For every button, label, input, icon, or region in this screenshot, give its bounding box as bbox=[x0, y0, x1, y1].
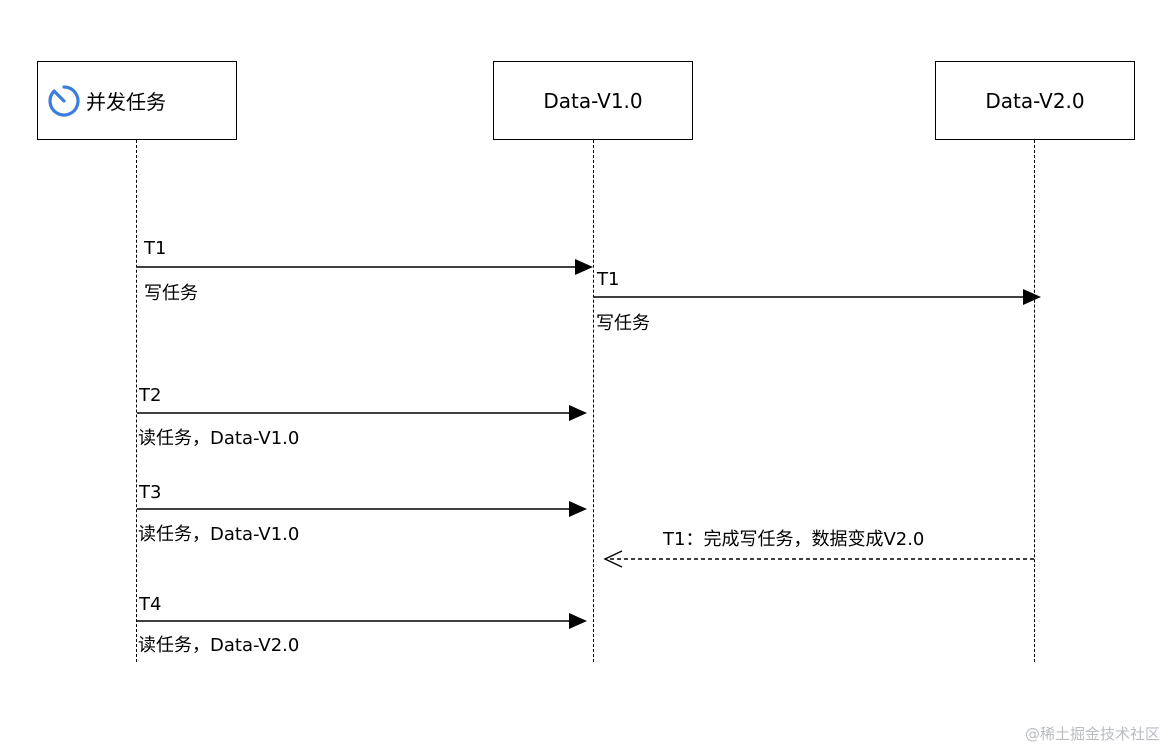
message-id-label: T3 bbox=[139, 482, 162, 503]
message-id-label: T1 bbox=[597, 269, 620, 290]
message-arrow bbox=[137, 613, 587, 629]
lifeline-data-v2 bbox=[1034, 140, 1035, 662]
message-desc-label: 写任务 bbox=[596, 313, 650, 334]
lifeline-data-v1 bbox=[593, 140, 594, 662]
message-arrow bbox=[137, 259, 593, 275]
actor-data-v2: Data-V2.0 bbox=[935, 61, 1135, 140]
lifeline-concurrent-tasks bbox=[136, 140, 137, 662]
actor-label: Data-V1.0 bbox=[543, 88, 643, 113]
watermark: @稀土掘金技术社区 bbox=[1024, 725, 1160, 743]
message-desc-label: 读任务，Data-V1.0 bbox=[138, 428, 300, 449]
message-id-label: T2 bbox=[139, 385, 162, 406]
return-arrow bbox=[603, 550, 1034, 568]
actor-data-v1: Data-V1.0 bbox=[493, 61, 693, 140]
return-message-label: T1：完成写任务，数据变成V2.0 bbox=[663, 529, 925, 550]
actor-label: Data-V2.0 bbox=[985, 88, 1085, 113]
message-desc-label: 写任务 bbox=[144, 283, 198, 304]
message-id-label: T1 bbox=[144, 238, 167, 259]
message-arrow bbox=[137, 501, 587, 517]
message-arrow bbox=[594, 289, 1041, 305]
message-desc-label: 读任务，Data-V2.0 bbox=[138, 635, 300, 656]
message-id-label: T4 bbox=[139, 594, 162, 615]
actor-label: 并发任务 bbox=[86, 90, 166, 114]
actor-concurrent-tasks: 并发任务 bbox=[37, 61, 237, 140]
clock-icon bbox=[48, 84, 80, 117]
message-desc-label: 读任务，Data-V1.0 bbox=[138, 524, 300, 545]
message-arrow bbox=[137, 405, 587, 421]
